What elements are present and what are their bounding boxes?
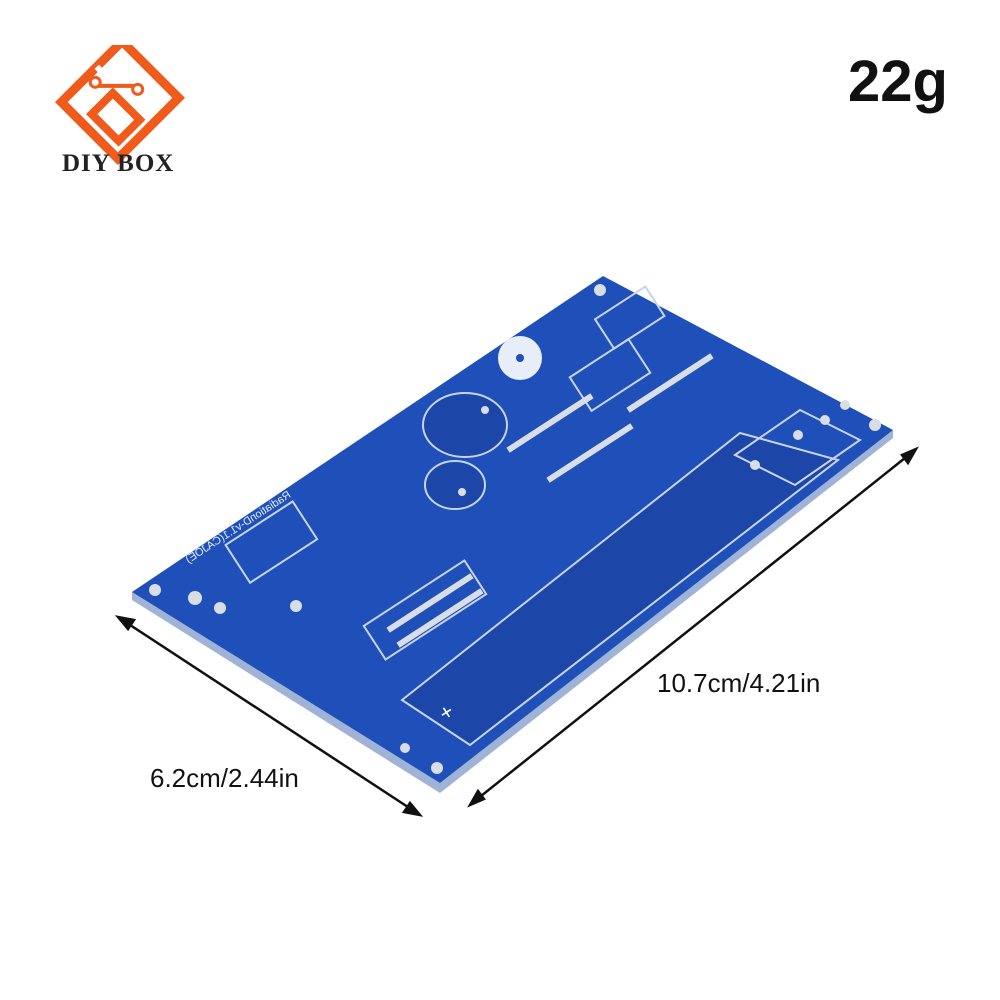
weight-label: 22g	[848, 49, 948, 114]
dimension-arrow-length	[467, 446, 919, 808]
dimension-arrow-width	[114, 615, 424, 817]
brand-name: DIY BOX	[62, 150, 175, 177]
length-dimension-label: 10.7cm/4.21in	[657, 668, 821, 698]
width-dimension-label: 6.2cm/2.44in	[150, 763, 299, 793]
battery-outline	[400, 431, 841, 747]
pcb-surface	[132, 276, 893, 783]
diy-box-logo-icon	[55, 45, 185, 166]
